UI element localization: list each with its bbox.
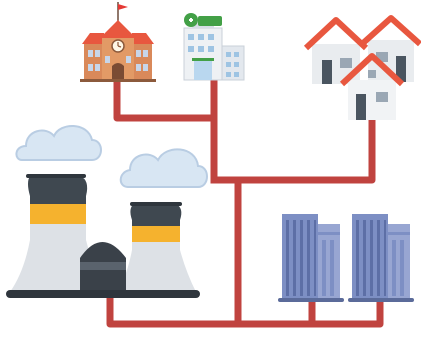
power-line-school — [113, 78, 218, 122]
nuclear-power-plant-icon — [6, 174, 200, 298]
office-tower-left — [278, 214, 344, 302]
hospital-building-icon — [183, 13, 245, 81]
cloud-icon-left — [15, 125, 102, 161]
power-line-plant — [106, 296, 384, 328]
power-lines — [106, 76, 384, 328]
school-building-icon — [80, 2, 156, 82]
residential-houses-icon — [303, 15, 421, 120]
office-tower-right — [348, 214, 414, 302]
cloud-icon-right — [119, 148, 208, 188]
house-icon-left — [303, 17, 369, 84]
power-line-houses — [210, 114, 376, 184]
reactor-dome — [80, 242, 126, 292]
office-towers-icon — [278, 214, 414, 302]
cooling-tower-small — [118, 202, 196, 292]
house-icon-front — [339, 53, 405, 120]
